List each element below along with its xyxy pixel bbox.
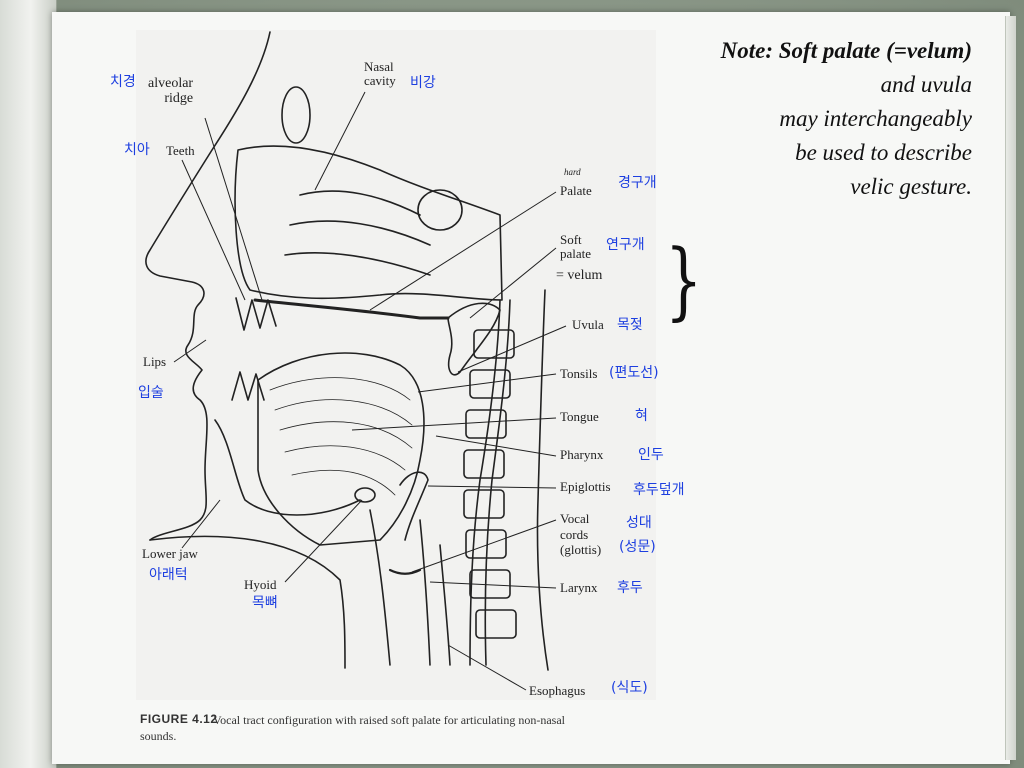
note-line-2: and uvula — [880, 72, 972, 97]
kr-pharynx: 인두 — [638, 447, 664, 463]
figure-caption: Vocal tract configuration with raised so… — [213, 713, 565, 727]
leader-epiglottis — [427, 485, 557, 489]
nasal-cavity-outline — [234, 145, 503, 301]
neck-front — [149, 535, 346, 669]
kr-alveolar: 치경 — [110, 74, 136, 90]
leader-vocal-cords — [411, 519, 557, 573]
velum-note: Note: Soft palate (=velum) and uvula may… — [721, 34, 972, 204]
vocal-tract-figure — [136, 30, 656, 700]
note-line-1: Note: Soft palate (=velum) — [720, 38, 972, 63]
spine-back — [536, 289, 549, 671]
turbinate-2 — [289, 220, 431, 246]
hyoid-bone — [354, 487, 376, 503]
vertebra — [465, 409, 507, 439]
larynx-back — [419, 519, 431, 666]
mandible — [214, 419, 361, 516]
kr-uvula: 목젖 — [617, 317, 643, 333]
kr-tonsils: (편도선) — [609, 365, 659, 381]
label-teeth: Teeth — [166, 143, 195, 158]
notebook-binding — [0, 0, 57, 768]
vertebra — [469, 369, 511, 399]
kr-tongue: 혀 — [635, 408, 648, 424]
leader-esophagus — [447, 644, 527, 691]
note-line-4: be used to describe — [795, 140, 972, 165]
tongue-shape — [257, 352, 425, 546]
grouping-brace: } — [665, 231, 703, 329]
label-tonsils: Tonsils — [560, 366, 598, 381]
soft-palate-shape — [447, 302, 501, 376]
label-epiglottis: Epiglottis — [560, 479, 611, 494]
label-nasal-cavity: Nasal cavity — [364, 59, 396, 89]
sphenoid-sinus — [417, 189, 463, 231]
leader-soft-palate — [469, 247, 557, 319]
vocal-folds — [388, 568, 422, 575]
vertebra — [473, 329, 515, 359]
leader-hyoid — [284, 499, 363, 583]
kr-hyoid: 목뼈 — [252, 595, 278, 611]
leader-alveolar — [204, 117, 263, 301]
vertebra — [463, 449, 505, 479]
note-line-3: may interchangeably — [779, 106, 972, 131]
kr-teeth: 치아 — [124, 142, 150, 158]
face-profile — [145, 31, 271, 541]
kr-nasal: 비강 — [410, 75, 436, 91]
leader-tonsils — [417, 373, 557, 393]
kr-glottis: (성문) — [619, 539, 656, 555]
kr-lips: 입술 — [138, 385, 164, 401]
label-lips: Lips — [143, 354, 167, 369]
leader-lower-jaw — [181, 499, 221, 549]
label-soft-palate: Soft palate — [560, 232, 592, 262]
frontal-sinus — [281, 86, 311, 144]
kr-lower-jaw: 아래턱 — [149, 567, 188, 583]
lower-teeth — [231, 371, 265, 401]
label-hard: hard — [564, 167, 581, 177]
turbinate-1 — [299, 190, 421, 216]
label-alveolar-ridge: alveolar ridge — [148, 76, 194, 107]
leader-uvula — [457, 325, 567, 373]
larynx-front — [369, 509, 391, 666]
label-hyoid: Hyoid — [244, 577, 277, 592]
leader-nasal — [314, 91, 366, 191]
vertebra — [465, 529, 507, 559]
label-larynx: Larynx — [560, 580, 598, 595]
esophagus-shape — [439, 544, 451, 666]
kr-larynx: 후두 — [617, 580, 643, 596]
label-palate: Palate — [560, 183, 592, 198]
kr-epiglottis: 후두덮개 — [633, 482, 685, 498]
figure-caption-wrap: sounds. — [140, 729, 177, 743]
leader-larynx — [429, 581, 557, 589]
turbinate-3 — [284, 251, 431, 276]
label-pharynx: Pharynx — [560, 447, 604, 462]
vertebra — [475, 609, 517, 639]
upper-teeth — [235, 297, 277, 331]
hard-palate-shape — [253, 298, 450, 320]
label-tongue: Tongue — [560, 409, 599, 424]
note-line-5: velic gesture. — [850, 174, 972, 199]
epiglottis-shape — [399, 471, 429, 541]
page-edge — [1005, 16, 1016, 760]
label-vocal-cords: Vocal cords (glottis) — [560, 511, 602, 558]
leader-pharynx — [435, 435, 557, 457]
label-velum: = velum — [556, 268, 603, 283]
kr-hard-palate: 경구개 — [618, 175, 657, 191]
vertebra — [463, 489, 505, 519]
leader-teeth — [181, 159, 246, 301]
kr-vocal-cords: 성대 — [626, 515, 652, 531]
leader-palate — [369, 191, 557, 311]
label-esophagus: Esophagus — [529, 683, 586, 698]
leader-tongue — [351, 417, 557, 431]
label-uvula: Uvula — [572, 317, 604, 332]
spine-front — [484, 299, 511, 666]
label-lower-jaw: Lower jaw — [142, 546, 198, 561]
leader-lips — [173, 339, 207, 363]
figure-number: FIGURE 4.12 — [140, 712, 218, 726]
kr-esophagus: (식도) — [611, 680, 648, 696]
kr-soft-palate: 연구개 — [606, 237, 645, 253]
